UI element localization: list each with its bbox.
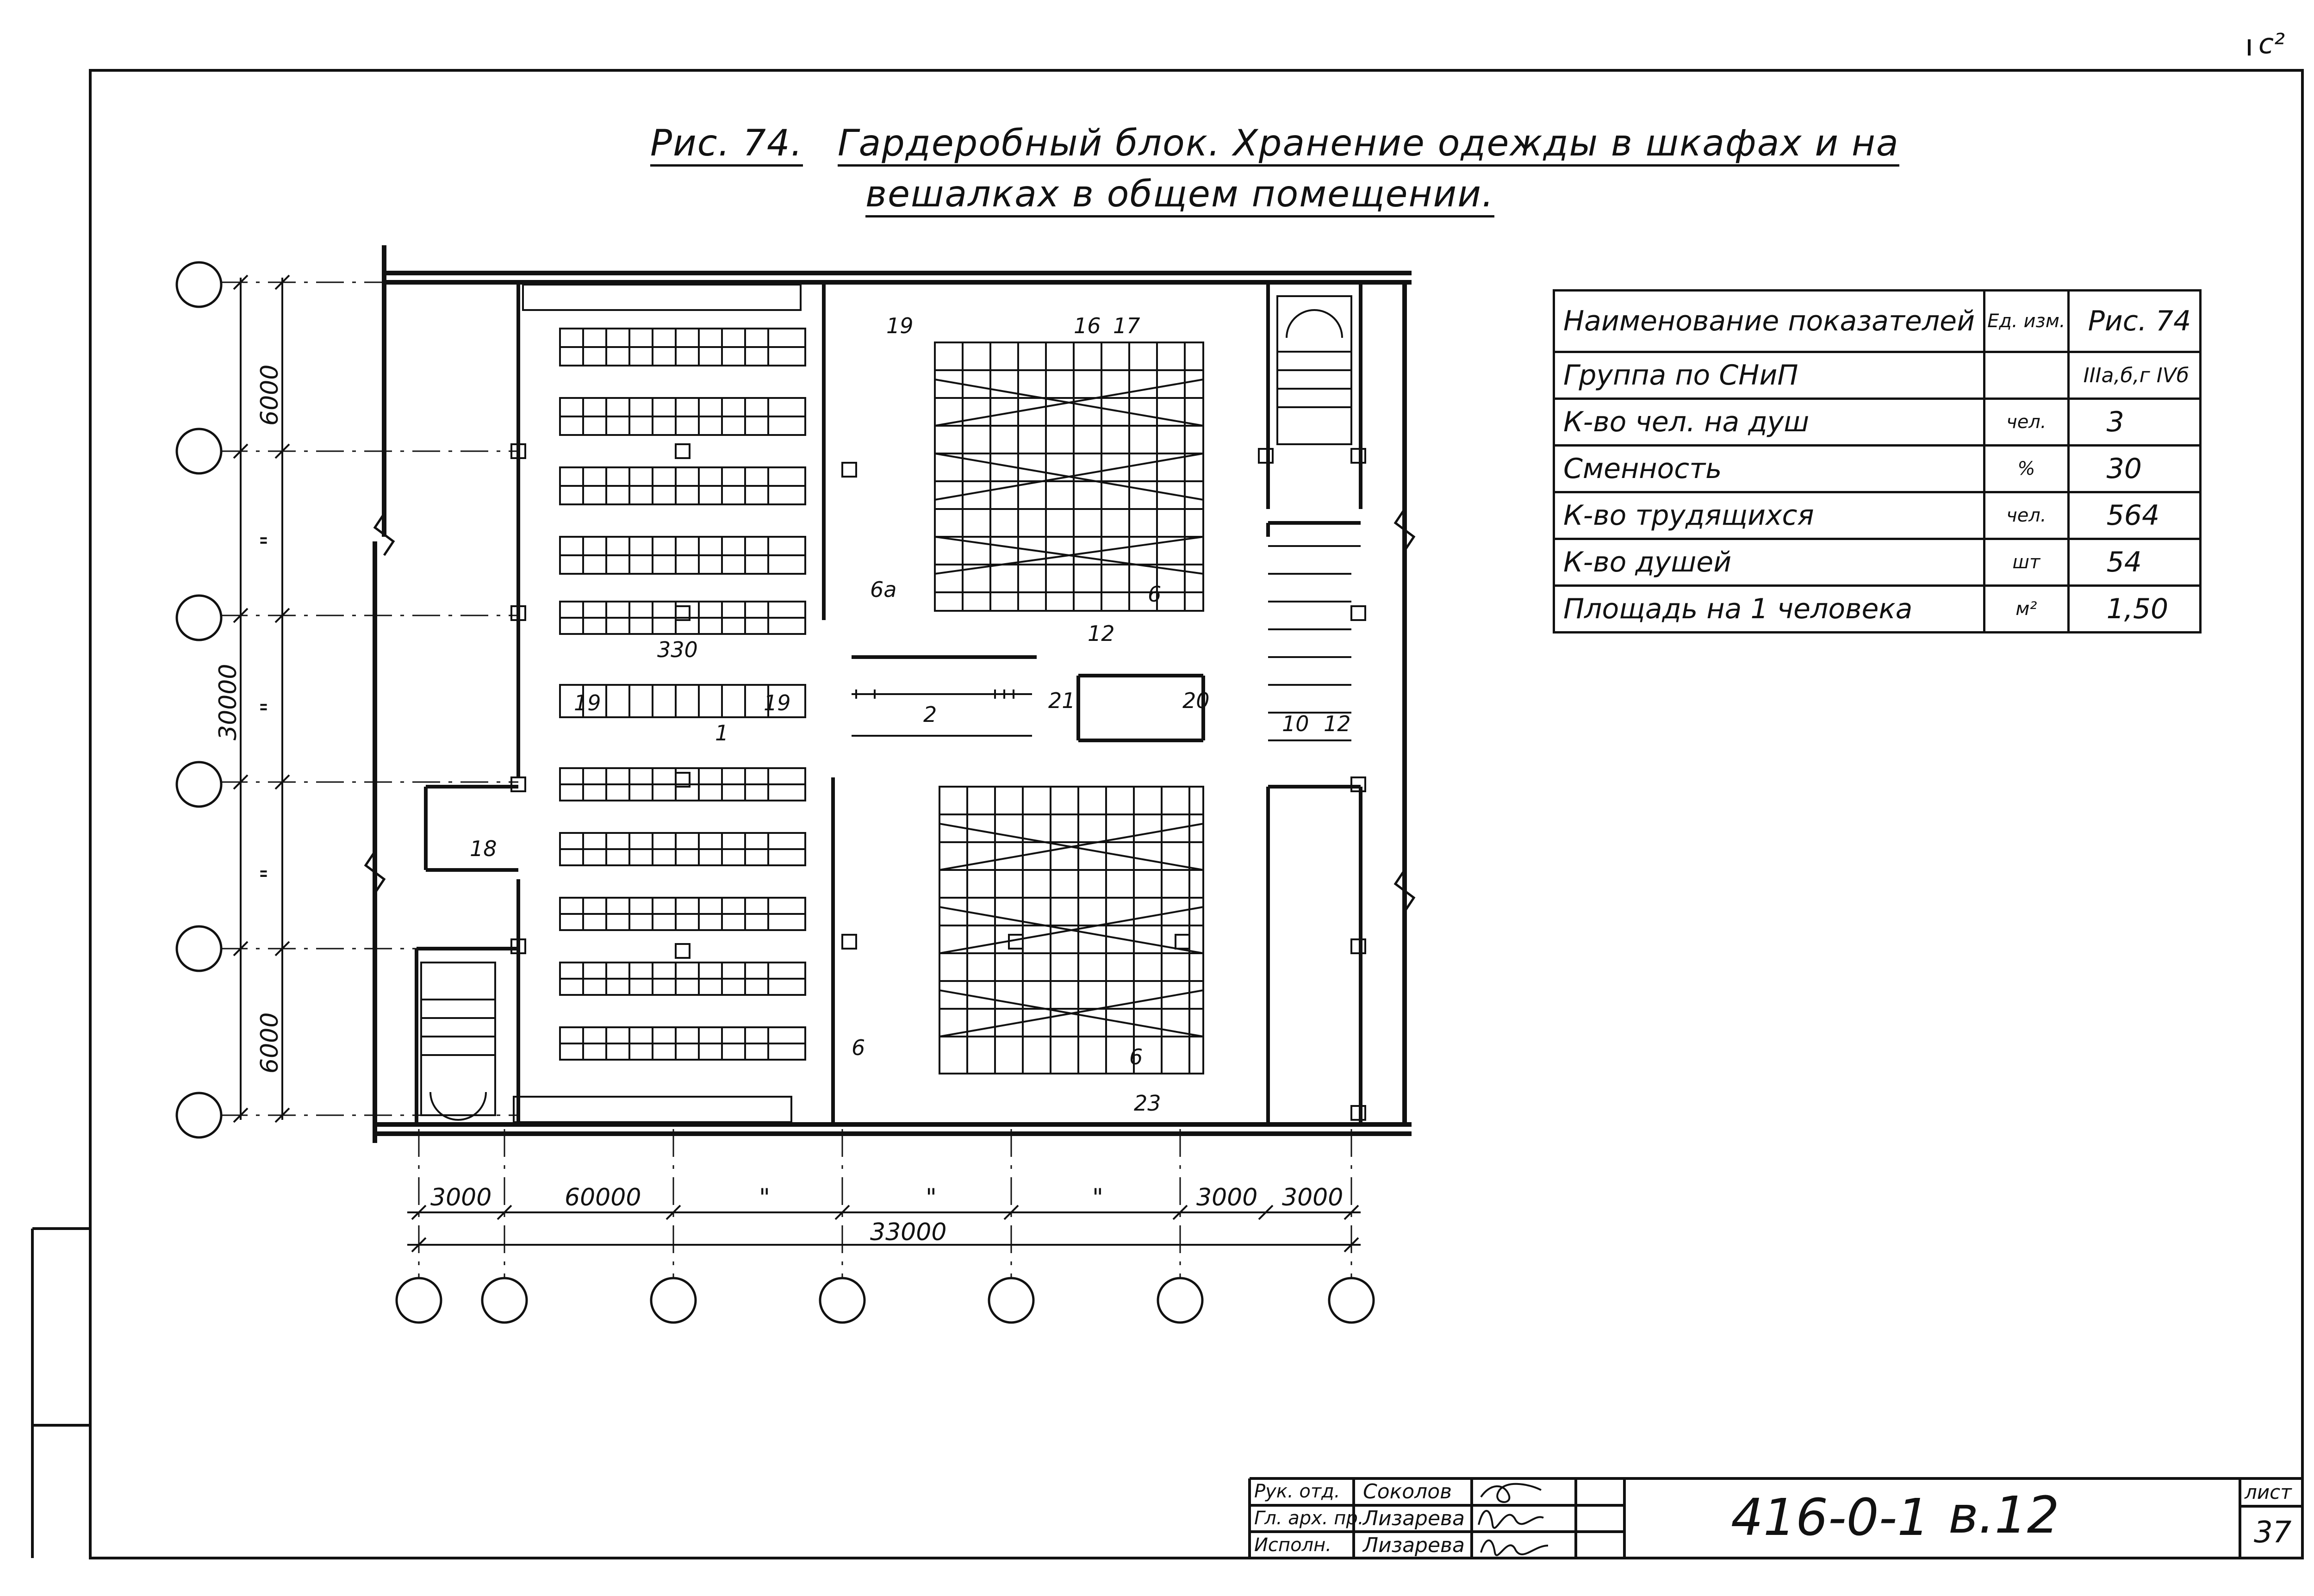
dim-left-2: " — [256, 535, 284, 546]
room-label-18: 18 — [470, 836, 497, 861]
stair-lower-left — [420, 962, 496, 1121]
room-label-16: 16 — [1074, 313, 1101, 338]
table-row: Сменность % 30 — [1552, 444, 2202, 493]
dim-bottom-4: " — [926, 1184, 937, 1211]
corner-mark: с² — [2258, 28, 2285, 60]
stamp-role-2: Гл. арх. пр. — [1254, 1508, 1364, 1529]
table-row: К-во душей шт 54 — [1552, 538, 2202, 587]
dim-left-3: " — [256, 702, 284, 713]
row-name: Площадь на 1 человека — [1552, 584, 1986, 633]
room-label-6-upper: 6 — [1148, 582, 1161, 607]
room-label-21: 21 — [1048, 688, 1076, 713]
row-value: IIIа,б,г IVб — [2067, 351, 2202, 400]
room-label-6a: 6а — [870, 577, 896, 602]
row-name: К-во чел. на душ — [1552, 397, 1986, 447]
row-value: 30 — [2067, 444, 2202, 493]
room-label-19-right: 19 — [764, 690, 791, 715]
row-name: Группа по СНиП — [1552, 351, 1986, 400]
stair-upper-right — [1276, 295, 1352, 445]
table-header-row: Наименование показателей Ед. изм. Рис. 7… — [1552, 289, 2202, 353]
interior-partitions — [415, 282, 1362, 1124]
header-name: Наименование показателей — [1552, 289, 1986, 353]
room-label-12-centre: 12 — [1088, 621, 1115, 646]
volume-number: в.12 — [1948, 1485, 2059, 1545]
room-label-17: 17 — [1113, 313, 1140, 338]
axis-lines — [220, 281, 1352, 1282]
room-label-10: 10 — [1282, 711, 1309, 736]
room-label-19-left: 19 — [574, 690, 601, 715]
dim-bottom-2: 60000 — [565, 1184, 641, 1211]
room-label-1: 1 — [715, 720, 728, 745]
row-value: 54 — [2067, 538, 2202, 587]
room-label-6-small: 6 — [852, 1035, 865, 1060]
dim-left-5: 6000 — [256, 1012, 284, 1074]
header-unit: Ед. изм. — [1983, 289, 2070, 353]
row-value: 3 — [2067, 397, 2202, 447]
shower-room-lower — [939, 786, 1204, 1074]
row-unit — [1983, 351, 2070, 400]
title-line-2: вешалках в общем помещении. — [865, 174, 1494, 217]
exterior-walls — [373, 245, 1412, 1143]
row-value: 564 — [2067, 491, 2202, 540]
dim-bottom-total: 33000 — [870, 1218, 946, 1246]
dimension-left — [233, 274, 290, 1123]
row-name: К-во душей — [1552, 538, 1986, 587]
row-unit: % — [1983, 444, 2070, 493]
axis-bubbles — [175, 261, 1375, 1324]
row-name: К-во трудящихся — [1552, 491, 1986, 540]
table-row: К-во чел. на душ чел. 3 — [1552, 397, 2202, 447]
document-code: 416-0-1 — [1731, 1488, 1930, 1547]
shower-room-upper — [934, 342, 1204, 612]
row-name: Сменность — [1552, 444, 1986, 493]
dim-bottom-6: 3000 — [1196, 1184, 1257, 1211]
coat-racks — [852, 545, 1361, 741]
row-value: 1,50 — [2067, 584, 2202, 633]
row-unit: чел. — [1983, 491, 2070, 540]
room-label-23: 23 — [1134, 1091, 1161, 1116]
dimension-bottom — [407, 1205, 1361, 1253]
stamp-name-2: Лизарева — [1363, 1507, 1465, 1530]
room-label-6-lower: 6 — [1129, 1044, 1143, 1069]
columns — [510, 443, 1366, 1121]
sheet-number: 37 — [2254, 1515, 2292, 1550]
dim-bottom-5: " — [1092, 1184, 1103, 1211]
stamp-name-1: Соколов — [1363, 1480, 1452, 1503]
dim-left-total: 30000 — [214, 664, 242, 740]
row-unit: чел. — [1983, 397, 2070, 447]
dim-left-4: " — [256, 868, 284, 879]
figure-label: Рис. 74. — [650, 123, 803, 167]
table-row: К-во трудящихся чел. 564 — [1552, 491, 2202, 540]
room-label-19-top: 19 — [886, 313, 914, 338]
dim-bottom-7: 3000 — [1282, 1184, 1343, 1211]
room-label-2: 2 — [923, 702, 937, 727]
sheet-label: лист — [2245, 1481, 2292, 1503]
dim-left-1: 6000 — [256, 365, 284, 426]
stamp-name-3: Лизарева — [1363, 1534, 1465, 1557]
dim-bottom-1: 3000 — [430, 1184, 491, 1211]
dim-bottom-3: " — [759, 1184, 770, 1211]
row-unit: м² — [1983, 584, 2070, 633]
indicators-table: Наименование показателей Ед. изм. Рис. 7… — [1552, 289, 2202, 633]
stamp-role-3: Исполн. — [1254, 1534, 1331, 1556]
header-value: Рис. 74 — [2067, 289, 2202, 353]
row-unit: шт — [1983, 538, 2070, 587]
wardrobe-rows — [513, 284, 806, 1123]
room-label-12-right: 12 — [1324, 711, 1351, 736]
stamp-role-1: Рук. отд. — [1254, 1481, 1340, 1502]
room-label-20: 20 — [1182, 688, 1210, 713]
room-label-330: 330 — [657, 637, 698, 662]
title-line-1: Гардеробный блок. Хранение одежды в шкаф… — [838, 123, 1899, 167]
table-row: Площадь на 1 человека м² 1,50 — [1552, 584, 2202, 633]
table-row: Группа по СНиП IIIа,б,г IVб — [1552, 351, 2202, 400]
